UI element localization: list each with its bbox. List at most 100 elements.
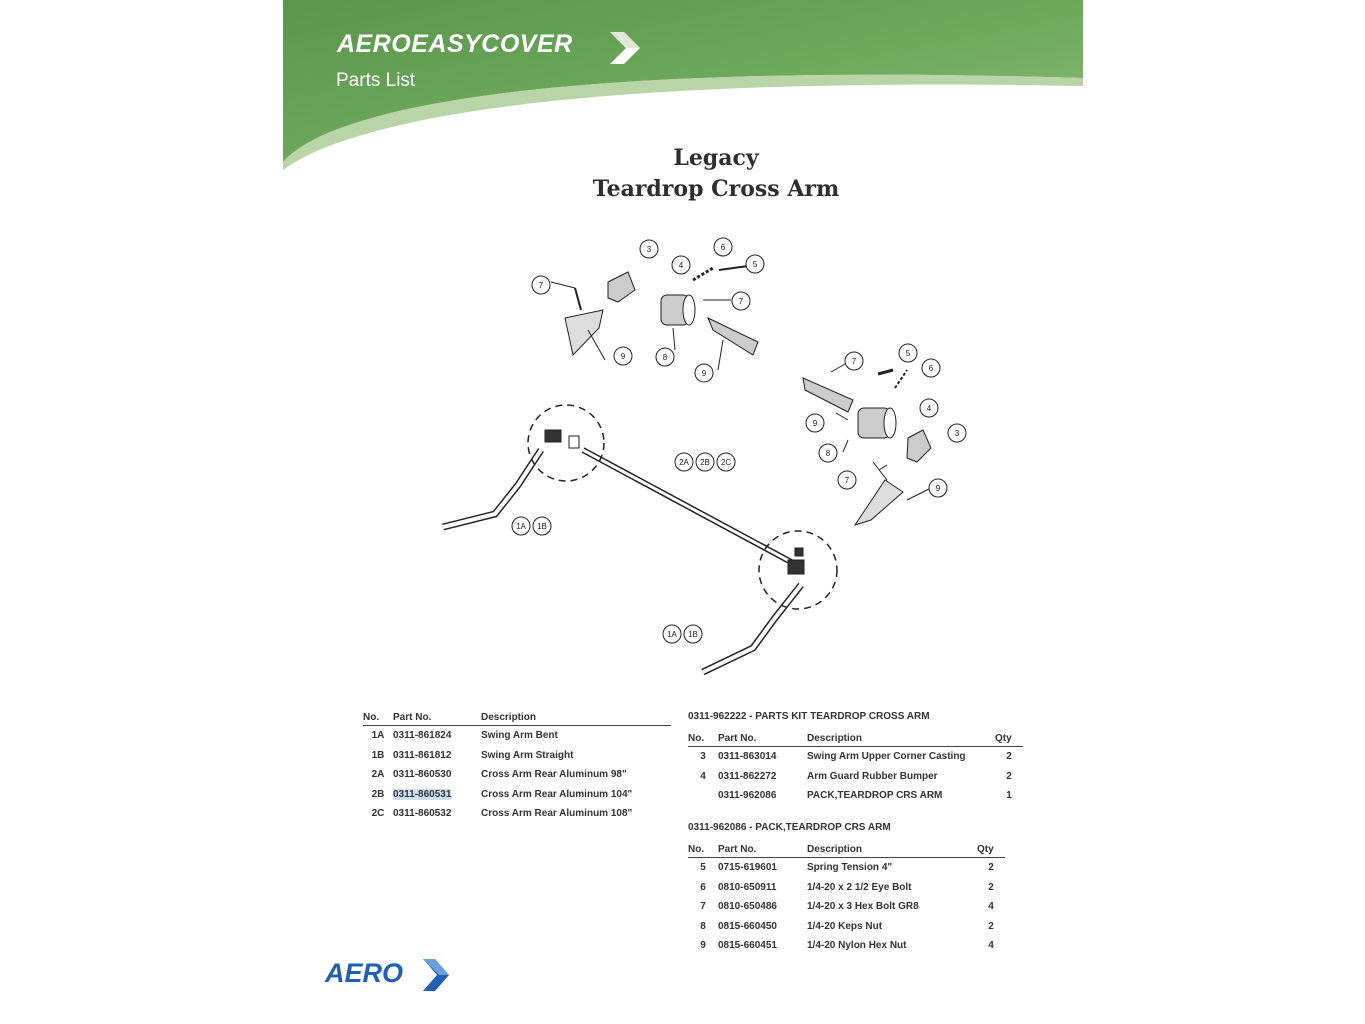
swing-arm-right bbox=[701, 582, 804, 676]
table-row: 2A 0311-860530 Cross Arm Rear Aluminum 9… bbox=[363, 765, 671, 785]
cell-no: 1A bbox=[371, 730, 385, 742]
cell-qty: 2 bbox=[1006, 770, 1012, 782]
svg-text:4: 4 bbox=[679, 261, 684, 270]
cell-qty: 2 bbox=[988, 920, 994, 932]
cell-no: 3 bbox=[700, 751, 706, 763]
cell-no bbox=[688, 786, 718, 806]
swing-arm-left bbox=[442, 448, 544, 531]
brand-logo-text: AEROEASYCOVER bbox=[337, 30, 573, 58]
cell-description: Swing Arm Straight bbox=[481, 749, 574, 761]
cell-description: Spring Tension 4" bbox=[807, 862, 893, 874]
cell-part-no-selected[interactable]: 0311-860531 bbox=[393, 785, 481, 805]
col-header-part-no: Part No. bbox=[718, 842, 807, 858]
brand-chevron-icon bbox=[610, 32, 640, 64]
svg-text:9: 9 bbox=[813, 419, 818, 428]
footer-logo-text: AERO bbox=[325, 958, 404, 988]
cell-qty: 2 bbox=[988, 862, 994, 874]
page-title-line-2: Teardrop Cross Arm bbox=[592, 176, 840, 202]
cell-part-no: 0311-860530 bbox=[393, 769, 452, 781]
svg-text:4: 4 bbox=[927, 404, 932, 413]
cell-qty: 4 bbox=[988, 940, 994, 952]
detail-group-right bbox=[802, 363, 932, 526]
cell-no: 9 bbox=[700, 940, 706, 952]
pack-table: No. Part No. Description Qty 5 0715-6196… bbox=[688, 842, 1005, 956]
cell-no: 8 bbox=[700, 920, 706, 932]
cell-no: 4 bbox=[700, 770, 706, 782]
kit-table: No. Part No. Description Qty 3 0311-8630… bbox=[688, 731, 1023, 806]
svg-text:1B: 1B bbox=[537, 522, 547, 531]
detail-circle-left bbox=[527, 404, 605, 482]
svg-text:9: 9 bbox=[936, 484, 941, 493]
cell-no: 5 bbox=[700, 862, 706, 874]
table-row: 7 0810-650486 1/4-20 x 3 Hex Bolt GR8 4 bbox=[688, 897, 1005, 917]
cell-description: 1/4-20 x 3 Hex Bolt GR8 bbox=[807, 901, 919, 913]
table-row: 8 0815-660450 1/4-20 Keps Nut 2 bbox=[688, 917, 1005, 937]
svg-text:7: 7 bbox=[852, 357, 857, 366]
cell-description: Cross Arm Rear Aluminum 98" bbox=[481, 769, 627, 781]
cell-description: Swing Arm Bent bbox=[481, 730, 558, 742]
svg-text:1A: 1A bbox=[667, 630, 677, 639]
cell-description: Cross Arm Rear Aluminum 104" bbox=[481, 788, 633, 800]
cell-no: 6 bbox=[700, 881, 706, 893]
cell-no: 7 bbox=[700, 901, 706, 913]
cell-part-no: 0311-962086 bbox=[718, 790, 777, 802]
cell-description: 1/4-20 Keps Nut bbox=[807, 920, 883, 932]
col-header-description: Description bbox=[807, 842, 977, 858]
col-header-qty: Qty bbox=[977, 842, 1005, 858]
svg-text:2C: 2C bbox=[721, 458, 731, 467]
table-row: 4 0311-862272 Arm Guard Rubber Bumper 2 bbox=[688, 767, 1023, 787]
cell-part-no: 0311-860532 bbox=[393, 808, 452, 820]
table-row: 5 0715-619601 Spring Tension 4" 2 bbox=[688, 858, 1005, 878]
svg-text:3: 3 bbox=[647, 245, 652, 254]
cell-part-no: 0810-650911 bbox=[718, 881, 777, 893]
cell-description: Arm Guard Rubber Bumper bbox=[807, 770, 938, 782]
table-row: 0311-962086 PACK,TEARDROP CRS ARM 1 bbox=[688, 786, 1023, 806]
cell-part-no: 0311-861824 bbox=[393, 730, 452, 742]
col-header-qty: Qty bbox=[995, 731, 1023, 747]
table-row: 9 0815-660451 1/4-20 Nylon Hex Nut 4 bbox=[688, 936, 1005, 956]
svg-text:1A: 1A bbox=[516, 522, 526, 531]
svg-text:7: 7 bbox=[539, 281, 544, 290]
svg-text:7: 7 bbox=[739, 297, 744, 306]
cell-part-no: 0715-619601 bbox=[718, 862, 777, 874]
col-header-no: No. bbox=[688, 731, 718, 747]
cell-part-no: 0810-650486 bbox=[718, 901, 777, 913]
cell-description: Swing Arm Upper Corner Casting bbox=[807, 751, 966, 763]
cell-description: 1/4-20 x 2 1/2 Eye Bolt bbox=[807, 881, 912, 893]
cell-description: 1/4-20 Nylon Hex Nut bbox=[807, 940, 907, 952]
cell-qty: 2 bbox=[1006, 751, 1012, 763]
cell-no: 1B bbox=[371, 749, 385, 761]
callout-labels: 7 3 4 6 5 7 9 8 9 7 5 6 4 9 3 8 7 9 2A 2… bbox=[511, 237, 967, 644]
cell-qty: 2 bbox=[988, 881, 994, 893]
svg-text:5: 5 bbox=[753, 260, 758, 269]
table-row: 2C 0311-860532 Cross Arm Rear Aluminum 1… bbox=[363, 804, 671, 824]
svg-text:5: 5 bbox=[906, 349, 911, 358]
table-row: 3 0311-863014 Swing Arm Upper Corner Cas… bbox=[688, 747, 1023, 767]
svg-text:8: 8 bbox=[826, 449, 831, 458]
selected-text[interactable]: 0311-860531 bbox=[393, 788, 452, 800]
svg-text:1B: 1B bbox=[688, 630, 698, 639]
col-header-part-no: Part No. bbox=[393, 710, 481, 726]
col-header-part-no: Part No. bbox=[718, 731, 807, 747]
cell-no: 2A bbox=[371, 769, 385, 781]
svg-text:6: 6 bbox=[721, 243, 726, 252]
pack-table-title: 0311-962086 - PACK,TEARDROP CRS ARM bbox=[688, 822, 891, 833]
cell-qty: 1 bbox=[1006, 790, 1012, 802]
col-header-no: No. bbox=[363, 710, 393, 726]
cell-description: PACK,TEARDROP CRS ARM bbox=[807, 790, 943, 802]
col-header-no: No. bbox=[688, 842, 718, 858]
svg-text:2A: 2A bbox=[679, 458, 689, 467]
kit-table-title: 0311-962222 - PARTS KIT TEARDROP CROSS A… bbox=[688, 711, 930, 722]
table-row: 1B 0311-861812 Swing Arm Straight bbox=[363, 746, 671, 766]
cell-no: 2C bbox=[371, 808, 385, 820]
cell-part-no: 0815-660451 bbox=[718, 940, 777, 952]
cell-part-no: 0311-861812 bbox=[393, 749, 452, 761]
cell-part-no: 0815-660450 bbox=[718, 920, 777, 932]
header-subtitle: Parts List bbox=[336, 70, 416, 91]
table-row: 2B 0311-860531 Cross Arm Rear Aluminum 1… bbox=[363, 785, 671, 805]
svg-text:9: 9 bbox=[621, 352, 626, 361]
table-row: 6 0810-650911 1/4-20 x 2 1/2 Eye Bolt 2 bbox=[688, 878, 1005, 898]
parts-table: No. Part No. Description 1A 0311-861824 … bbox=[363, 710, 671, 824]
svg-text:8: 8 bbox=[663, 353, 668, 362]
svg-text:9: 9 bbox=[702, 369, 707, 378]
